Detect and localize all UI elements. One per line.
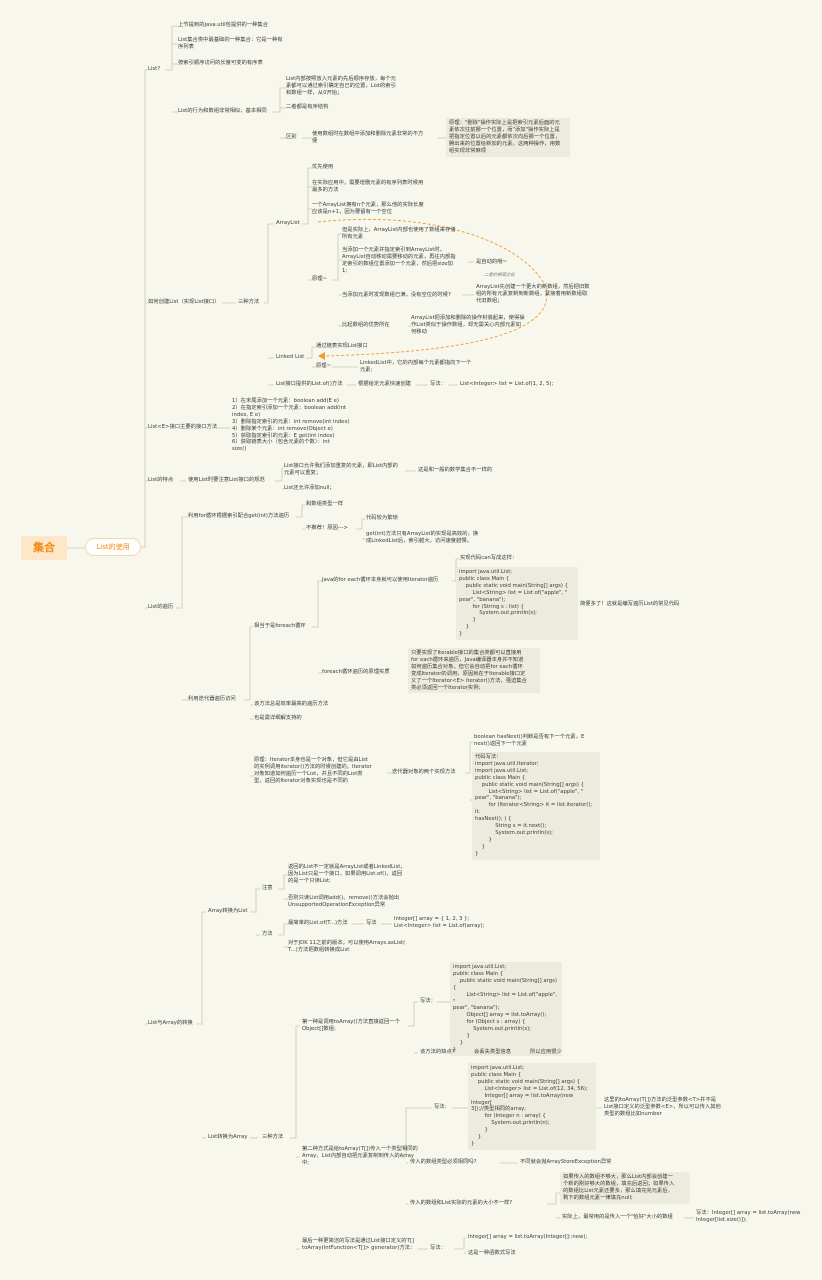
node-principle-delete[interactable]: 原理："删除"操作实际上是把索引元素后面的元 素依次往前挪一个位置，而"添加"操… xyxy=(446,118,570,157)
node-attention[interactable]: 注意 xyxy=(262,885,273,891)
node-linked-impl[interactable]: 通过链表实现List接口 xyxy=(316,343,368,349)
node-functional[interactable]: 这是一种函数式写法 xyxy=(468,1250,516,1256)
node-syntax-3[interactable]: 写法： xyxy=(420,998,436,1004)
code-toarray-typed[interactable]: import java.util.List; public class Main… xyxy=(468,1063,596,1150)
root-node[interactable]: 集合 xyxy=(21,536,67,560)
node-unsupported[interactable]: 否则只读List调用add()、remove()方法会抛出 Unsupporte… xyxy=(288,895,400,908)
main-topic-node[interactable]: List的使用 xyxy=(86,539,140,555)
node-intfunction[interactable]: 最后一种更简洁的写法是通过List接口定义的T[] toArray(IntFun… xyxy=(302,1238,416,1251)
node-iterator[interactable]: 利用迭代器遍历访问 xyxy=(188,696,236,702)
node-desc-2[interactable]: List集合类中最基础的一种集合：它是一种有 序列表 xyxy=(178,37,283,50)
node-linked-next[interactable]: LinkedList中，它的内部每个元素都指向下一个 元素; xyxy=(360,360,472,373)
node-generic-note[interactable]: 这里的toArray(T[])方法的泛型参数<T>并不是 List接口定义的泛型… xyxy=(604,1097,721,1117)
node-n-plus-1[interactable]: 一个ArrayList拥有n个元素，那么他的实际长度 应该是n+1，因为要留有一… xyxy=(312,202,424,215)
node-efficient[interactable]: 该方法总是效率最高的遍历方法 xyxy=(254,701,329,707)
node-features[interactable]: List的特点 xyxy=(148,477,174,483)
node-three-ways[interactable]: 三种方法 xyxy=(238,299,260,305)
node-array-like[interactable]: List的行为和数组非常相似，基本相同 xyxy=(178,108,267,114)
node-auto[interactable]: 是自动的哦~ xyxy=(476,259,507,265)
node-rarely-used[interactable]: 所以应用很少 xyxy=(530,1049,562,1055)
node-lose-type[interactable]: 会丢失类型信息 xyxy=(474,1049,512,1055)
node-toarray-object[interactable]: 第一种是调用toArray()方法直接返回一个 Object[]数组; xyxy=(302,1019,400,1032)
node-diff[interactable]: 区别 xyxy=(286,134,297,140)
node-simpler[interactable]: 简便多了！这就是编写遍历List的常见代码 xyxy=(580,601,680,607)
node-array-to-list[interactable]: Array转换为List xyxy=(208,908,248,914)
code-iterator[interactable]: 代码写法： import java.util.Iterator; import … xyxy=(472,752,600,860)
node-list-of[interactable]: List接口提供的List.of()方法 xyxy=(276,381,343,387)
note-common: 二者的相同之处 xyxy=(484,273,515,278)
node-intfunction-code[interactable]: Integer[] array = list.toArray(Integer[]… xyxy=(468,1234,588,1240)
node-aslist[interactable]: 对于JDK 11之前的版本，可以使用Arrays.asList( T...)方法… xyxy=(288,940,406,953)
node-get-slow[interactable]: get(int)方法只有ArrayList的实现是高效的，换 成LinkedLi… xyxy=(366,531,479,544)
node-list-what[interactable]: List? xyxy=(148,66,161,72)
node-java-foreach[interactable]: Java的for each循环本身就可以使用Iterator遍历 xyxy=(322,577,439,583)
node-desc-3[interactable]: 按索引顺序访问的长度可变的有序表 xyxy=(178,60,263,66)
node-method-list[interactable]: 1）在末尾添加一个元素：boolean add(E e) 2）在指定索引添加一个… xyxy=(232,398,350,453)
node-exact-code[interactable]: 写法：Integer[] array = list.toArray(new In… xyxy=(696,1210,801,1223)
node-add-index[interactable]: 当添加一个元素并指定索引到ArrayList时， ArrayList自动移动需要… xyxy=(342,247,456,274)
node-list-array[interactable]: List与Array的转换 xyxy=(148,1020,193,1026)
node-ordered[interactable]: List内部按照放入元素的先后顺序存放，每个元 素都可以通过索引确定自己的位置，… xyxy=(286,76,396,96)
node-not-recommended[interactable]: 不推荐！原因---> xyxy=(306,525,348,531)
node-encapsulate[interactable]: ArrayList把添加和删除的操作封装起来，使得操 作List类似于操作数组，… xyxy=(411,315,525,335)
node-allow-null[interactable]: List还允许添加null； xyxy=(284,485,335,491)
node-traversal[interactable]: List的遍历 xyxy=(148,604,174,610)
node-syntax-label[interactable]: 写法： xyxy=(430,381,446,387)
node-methods-label[interactable]: 方法 xyxy=(262,931,273,937)
node-exact-size[interactable]: 实际上，最常用的是传入一个"恰好"大小的数组 xyxy=(562,1214,673,1220)
code-toarray-object[interactable]: import java.util.List; public class Main… xyxy=(450,962,562,1056)
node-foreach[interactable]: 相当于是foreach循环 xyxy=(254,623,306,629)
node-syntax-2[interactable]: 写法 xyxy=(366,920,377,926)
node-same-type[interactable]: 传入的数组类型必须相同吗? xyxy=(410,1159,477,1165)
node-array-full[interactable]: 当添加元素时发现数组已满，没有空位的时候? xyxy=(342,292,451,298)
node-list-of-code[interactable]: List<Integer> list = List.of(1, 2, 5); xyxy=(460,381,554,387)
node-arraylist[interactable]: ArrayList xyxy=(276,220,300,226)
node-list-methods[interactable]: List<E>接口主要的接口方法 xyxy=(148,424,218,430)
node-readonly[interactable]: 返回的List不一定就是ArrayList或者LinkedList， 因为Lis… xyxy=(288,864,406,884)
node-support[interactable]: 也是需详细解支持的 xyxy=(254,715,302,721)
node-quick-create[interactable]: 根据给定元素快速创建 xyxy=(358,381,411,387)
node-size-diff[interactable]: 传入的数组和List实际的元素的大小不一样? xyxy=(410,1200,513,1206)
node-spec[interactable]: 使用List时要注意List接口的规范 xyxy=(188,477,265,483)
node-syntax-4[interactable]: 写法: xyxy=(434,1104,447,1110)
node-arraystore[interactable]: 不同就会抛ArrayStoreException异常 xyxy=(520,1159,612,1165)
node-like-array[interactable]: 和数组类型一样 xyxy=(306,501,344,507)
node-new-array[interactable]: ArrayList先创建一个更大的新数组，然后把旧数 组的所有元素复制到新数组，… xyxy=(476,284,590,304)
node-drawback[interactable]: 该方法的缺点? xyxy=(420,1049,455,1055)
node-principle-linked[interactable]: 原理~ xyxy=(316,363,332,369)
node-create-list[interactable]: 如何创建List（实现List接口） xyxy=(148,299,220,305)
node-list-of-simple[interactable]: 最简单的List.of(T...)方法 xyxy=(288,920,348,926)
node-priority[interactable]: 优先使用 xyxy=(312,164,334,170)
code-foreach[interactable]: import java.util.List; public class Main… xyxy=(456,567,578,641)
node-most-used[interactable]: 在实际应用中，需要增删元素的有序列表时候用 最多的方法 xyxy=(312,180,424,193)
node-array-inconvenient[interactable]: 使用数组时在数组中添加和删除元素非常的不方 便 xyxy=(312,131,424,144)
node-hasnext[interactable]: boolean hasNext()判断是否有下一个元素，E next()返回下一… xyxy=(474,734,585,747)
node-verbose[interactable]: 代码较为繁琐 xyxy=(366,515,398,521)
node-duplicate[interactable]: List接口允许我们添加重复的元素，即List内部的 元素可以重复； xyxy=(284,463,398,476)
node-syntax-5[interactable]: 写法： xyxy=(430,1245,446,1251)
node-both-ordered[interactable]: 二者都是有序结构 xyxy=(286,104,329,110)
node-linkedlist[interactable]: Linked List xyxy=(276,354,305,360)
node-for-get[interactable]: 利用for循环根据索引配合get(int)方法遍历 xyxy=(188,513,290,519)
node-not-math-set[interactable]: 这是和一般的数学集合不一样的 xyxy=(418,467,493,473)
node-iterator-methods[interactable]: 迭代器对象的两个实现方法 xyxy=(392,769,456,775)
node-advantage[interactable]: 比起数组的优势所在 xyxy=(342,322,390,328)
node-iterable[interactable]: 只要实现了Iterable接口的集合类都可以直接用 for each循环来遍历，… xyxy=(408,648,540,694)
node-toarray-typed[interactable]: 第二种方式是给toArray(T[])传入一个类型相同的 Array，List内… xyxy=(302,1146,418,1166)
node-code-can[interactable]: 实现代码can写成这样： xyxy=(460,555,518,561)
node-size-explain[interactable]: 如果传入的数组不够大，那么List内部会创建一 个新的刚好够大的数组，填充后返回… xyxy=(560,1172,690,1204)
node-internal-array[interactable]: 但是实际上，ArrayList内部也使用了数组来存储 所有元素 xyxy=(342,227,456,240)
node-array-code[interactable]: Integer[] array = { 1, 2, 3 }; List<Inte… xyxy=(394,916,485,929)
node-list-to-array[interactable]: List转换为Array xyxy=(208,1134,248,1140)
node-foreach-principle[interactable]: foreach循环遍历的原理实质 xyxy=(322,669,390,675)
node-desc-1[interactable]: 上节提到的java.util包提供的一种集合 xyxy=(178,22,269,28)
node-principle-arraylist[interactable]: 原理~ xyxy=(312,276,328,282)
node-three-ways-2[interactable]: 三种方法 xyxy=(262,1134,284,1140)
node-iterator-principle[interactable]: 原理：Iterator本身也是一个对象，但它是由List 的实例调用iterat… xyxy=(254,757,372,784)
